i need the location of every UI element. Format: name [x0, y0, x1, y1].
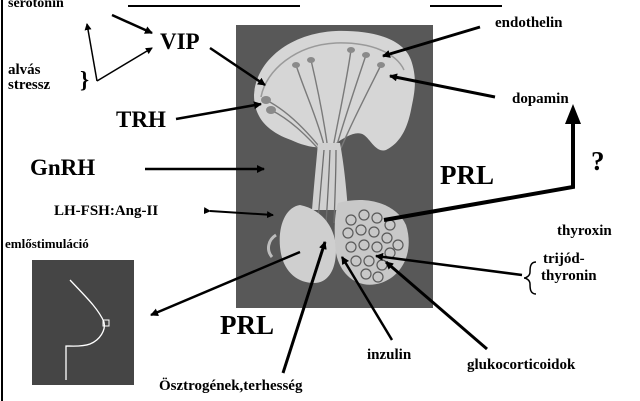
label-thyronin: thyronin	[541, 269, 597, 284]
label-emlostimulacio: emlőstimuláció	[5, 237, 89, 250]
label-prl-bottom: PRL	[220, 312, 274, 339]
label-lh-fsh-ang-ii: LH-FSH:Ang-II	[54, 204, 158, 219]
label-trh: TRH	[116, 108, 166, 131]
label-gnrh: GnRH	[30, 156, 95, 179]
label-alvas: alvás	[8, 63, 41, 78]
label-stressz: stressz	[8, 78, 50, 93]
label-inzulin: inzulin	[367, 348, 411, 363]
label-thyroxin: thyroxin	[557, 224, 612, 239]
label-prl-center: PRL	[440, 162, 494, 189]
label-dopamin: dopamin	[512, 92, 569, 107]
label-trijod: trijód-	[543, 252, 585, 267]
label-glukocorticoidok: glukocorticoidok	[467, 358, 575, 373]
label-serotonin: serotonin	[8, 0, 64, 11]
brace-alvas-stressz: }	[80, 68, 89, 91]
label-question-mark: ?	[591, 148, 605, 175]
label-vip: VIP	[160, 30, 200, 53]
label-osztrogenek-terhesseg: Ösztrogének,terhesség	[159, 379, 302, 394]
label-endothelin: endothelin	[495, 16, 563, 31]
